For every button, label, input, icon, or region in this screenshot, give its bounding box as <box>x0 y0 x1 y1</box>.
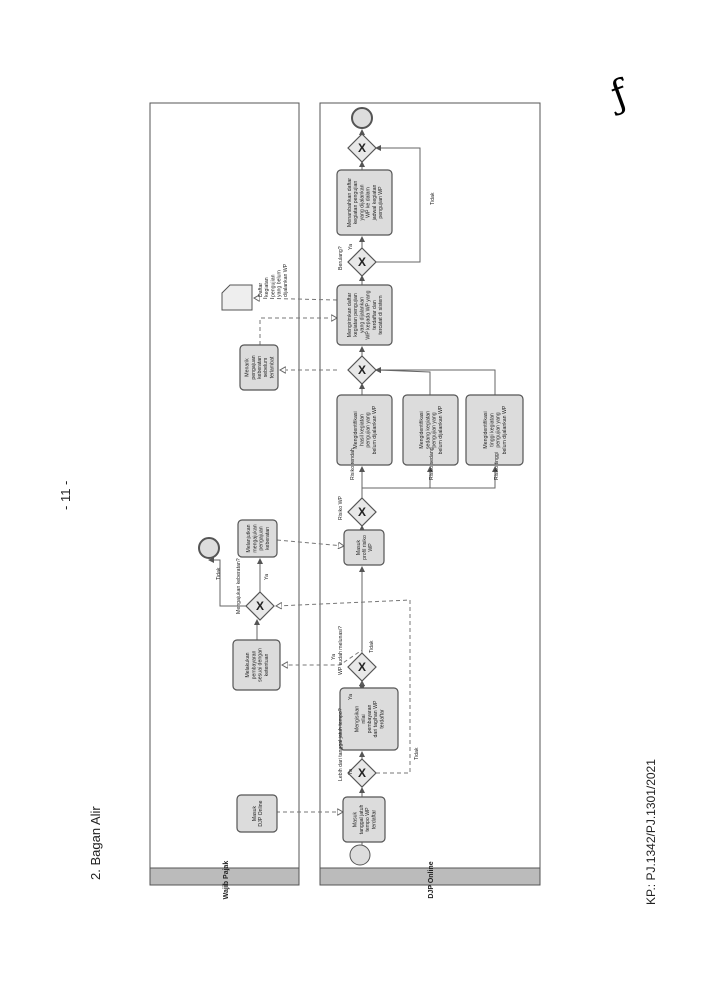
gateway-x-icon: X <box>256 599 264 613</box>
gateway-x-icon: X <box>358 660 366 674</box>
task-label: Menambahkan daftarkegiatan pengujianyang… <box>347 178 384 227</box>
gateway-question: WP sudah melunasi? <box>338 626 344 675</box>
flow-label: Ya <box>348 694 354 700</box>
gateway-x-icon: X <box>358 141 366 155</box>
task-label: Mengirimkan daftarkegiatan pengujianyang… <box>347 290 384 339</box>
flow-label: Ya <box>348 769 354 775</box>
flow-label: Risiko rendah <box>350 448 356 480</box>
lane-label-djp: DJP Online <box>428 861 435 898</box>
sequence-flow <box>375 145 421 263</box>
task-t_lanjut <box>237 519 278 558</box>
gateway-question: Lebih dari tanggal jatuh tempo? <box>338 708 344 781</box>
task-t_rendah <box>336 394 393 466</box>
task-label: MasukDJP Online <box>252 800 264 826</box>
task-t_masuk_djp <box>236 794 278 833</box>
lane-wajib-pajak <box>149 102 300 886</box>
end-event <box>351 107 373 129</box>
gateway-x-icon: X <box>358 766 366 780</box>
task-label: Mengidentifikasitinggi kegiatanpengujian… <box>483 405 508 454</box>
flow-label: Tidak <box>430 192 436 205</box>
task-t_tarik <box>239 344 279 391</box>
task-label: Mengidentifikasisedang kegiatanpengujian… <box>419 405 444 454</box>
sequence-flow <box>208 557 246 607</box>
document-label: Daftarkegiatanpengujianyang belumdijalan… <box>258 263 289 297</box>
sequence-flow <box>276 539 344 546</box>
task-t_profil <box>343 529 385 566</box>
gateway-x-icon: X <box>358 255 366 269</box>
flow-label: Tidak <box>369 640 375 653</box>
task-t_tinggi <box>465 394 524 466</box>
gateway-x-icon: X <box>358 505 366 519</box>
flow-label: Ya <box>264 574 270 580</box>
task-label: Masuktanggal jatuhtempo WPterdaftar <box>353 805 378 835</box>
gateway-g_lunas <box>347 652 377 682</box>
sequence-flow <box>259 318 337 345</box>
sequence-flow <box>375 367 431 395</box>
task-t_tanggal <box>342 796 386 843</box>
task-label: Mengisikannilaipembayarandari tagihan WP… <box>355 700 386 737</box>
gateway-question: Mengajukan keberatan? <box>236 558 242 614</box>
sequence-flow <box>276 599 411 774</box>
task-t_jadwal <box>336 169 393 236</box>
task-label: Masukprofil risikoWP <box>356 535 374 560</box>
start-event <box>349 844 371 866</box>
gateway-g_merge <box>347 355 377 385</box>
gateway-g_terlambat <box>347 758 377 788</box>
task-t_daftar <box>336 284 393 346</box>
lane-label-wp: Wajib Pajak <box>223 861 230 900</box>
gateway-g_risiko <box>347 497 377 527</box>
sequence-flow <box>361 466 433 498</box>
gateway-g_end <box>347 133 377 163</box>
flow-label: Tidak <box>414 747 420 760</box>
flow-label: Tidak <box>216 567 222 580</box>
task-label: Melakukanpembayaransesuai denganketentua… <box>245 648 270 682</box>
gateway-g_berulang <box>347 247 377 277</box>
task-t_bayar <box>232 639 281 691</box>
flow-label: Risiko sedang <box>429 447 435 480</box>
task-t_sedang <box>402 394 459 466</box>
gateway-question: Risiko WP <box>338 496 344 520</box>
gateway-g_ajukan <box>245 591 275 621</box>
sequence-flow <box>362 466 498 489</box>
document-icon <box>221 284 253 311</box>
flow-label: Ya <box>331 654 337 660</box>
task-label: Mengidentifikasihasil kegiatanpengujian … <box>353 405 378 454</box>
end-event <box>198 537 220 559</box>
flow-label: Risiko tinggi <box>494 452 500 480</box>
task-t_isi <box>339 687 399 751</box>
task-label: Menarikpengajuankeberatansebelumterlamba… <box>245 355 276 379</box>
gateway-question: Berulang? <box>338 246 344 270</box>
task-label: Melanjutkanmengajukanpengajuankeberatan <box>246 524 271 552</box>
gateway-x-icon: X <box>358 363 366 377</box>
sequence-flow <box>375 367 496 395</box>
sequence-flow <box>254 298 338 300</box>
flow-label: Ya <box>348 244 354 250</box>
sequence-flow <box>282 649 363 665</box>
